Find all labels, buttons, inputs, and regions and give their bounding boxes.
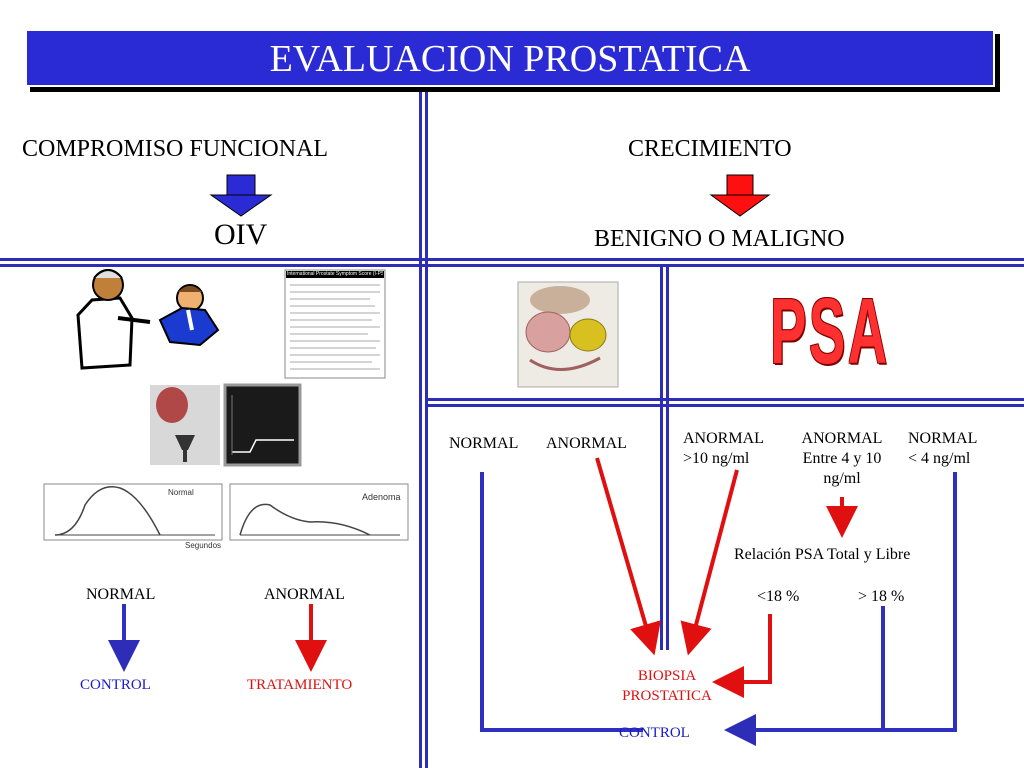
flow-graph-normal — [43, 483, 223, 541]
label-tratamiento: TRATAMIENTO — [247, 677, 353, 693]
label-left-normal: NORMAL — [86, 586, 156, 603]
graph-normal-label: Normal — [168, 488, 194, 497]
divider-vertical-right-2 — [666, 264, 669, 404]
divider-horizontal-right-1 — [425, 398, 1024, 401]
ipss-form-thumbnail — [284, 269, 386, 379]
label-right-control: CONTROL — [619, 725, 690, 741]
prostate-anatomy-illustration — [517, 281, 619, 388]
label-anormal-4-10-line3: ng/ml — [823, 470, 861, 487]
label-gt18: > 18 % — [858, 588, 905, 605]
psa-logo: PSA — [770, 279, 890, 383]
divider-horizontal-2 — [0, 264, 1024, 267]
label-left-anormal: ANORMAL — [264, 586, 345, 603]
label-left-control: CONTROL — [80, 677, 151, 693]
label-anormal-4-10: ANORMAL Entre 4 y 10 ng/ml — [792, 429, 892, 489]
label-biopsia-line2: PROSTATICA — [622, 688, 712, 704]
divider-vertical-lower-2 — [666, 404, 669, 650]
label-biopsia-line1: BIOPSIA — [637, 668, 697, 684]
label-lt18: <18 % — [757, 588, 800, 605]
line-normal-lt4-to-control — [724, 472, 957, 746]
label-anormal-4-10-line1: ANORMAL — [801, 430, 883, 447]
label-right-anormal: ANORMAL — [546, 435, 627, 452]
label-normal-lt4-line2: < 4 ng/ml — [908, 450, 971, 467]
divider-vertical-1 — [419, 92, 422, 768]
label-anormal-gt10-line2: >10 ng/ml — [683, 450, 750, 467]
result-oiv: OIV — [214, 218, 268, 251]
result-benigno-maligno: BENIGNO O MALIGNO — [594, 226, 845, 252]
graph-adenoma-label: Adenoma — [362, 492, 401, 502]
label-biopsia-prostatica: BIOPSIA PROSTATICA — [608, 666, 726, 706]
blue-down-arrow-icon — [209, 174, 273, 217]
uroflowmetry-photo — [150, 383, 302, 467]
divider-vertical-2 — [425, 92, 428, 768]
arrow-gt10-to-biopsia — [680, 469, 739, 656]
flow-graph-adenoma — [229, 483, 409, 541]
doctor-patient-illustration — [76, 269, 220, 370]
label-anormal-4-10-line2: Entre 4 y 10 — [802, 450, 882, 467]
divider-vertical-lower-1 — [660, 404, 663, 650]
divider-horizontal-1 — [0, 258, 1024, 261]
graph-normal-xlabel: Segundos — [185, 541, 222, 550]
label-normal-lt4-line1: NORMAL — [908, 430, 978, 447]
label-normal-lt4: NORMAL < 4 ng/ml — [908, 429, 977, 469]
header-compromiso-funcional: COMPROMISO FUNCIONAL — [22, 136, 329, 162]
line-normal-to-control — [480, 472, 643, 732]
header-crecimiento: CRECIMIENTO — [628, 136, 792, 162]
page-title: EVALUACION PROSTATICA — [25, 29, 995, 87]
divider-vertical-right-1 — [660, 264, 663, 404]
divider-horizontal-right-2 — [425, 404, 1024, 407]
label-relacion-psa: Relación PSA Total y Libre — [734, 546, 911, 563]
arrow-anormal-to-biopsia — [595, 457, 661, 656]
arrow-lt18-to-biopsia — [712, 614, 772, 698]
label-anormal-gt10: ANORMAL >10 ng/ml — [683, 429, 764, 469]
ipss-form-title: International Prostate Symptom Score (I-… — [287, 271, 383, 277]
label-anormal-gt10-line1: ANORMAL — [683, 430, 764, 447]
red-down-arrow-icon — [709, 174, 771, 217]
label-right-normal: NORMAL — [449, 435, 519, 452]
